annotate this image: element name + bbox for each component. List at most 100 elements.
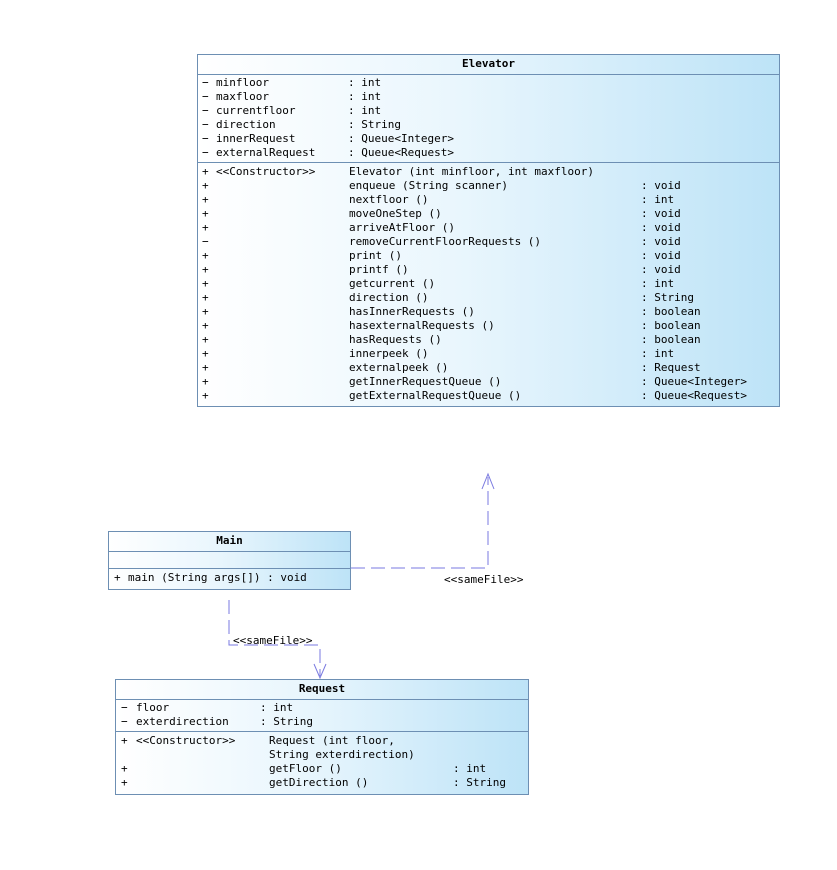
attribute-row[interactable]: −currentfloor: int: [198, 104, 779, 118]
stereotype: <<Constructor>>: [136, 734, 236, 747]
return-type: : Queue<Integer>: [641, 375, 747, 388]
operation-signature: getcurrent (): [349, 277, 436, 290]
visibility-marker: −: [121, 701, 128, 714]
operation-row[interactable]: +getDirection (): String: [116, 776, 528, 790]
class-main[interactable]: Main +main (String args[]) : void: [108, 531, 351, 590]
relation-label-request: <<sameFile>>: [233, 634, 313, 647]
attribute-row[interactable]: −floor: int: [116, 701, 528, 715]
attribute-name: innerRequest: [216, 132, 296, 145]
operation-signature: nextfloor (): [349, 193, 429, 206]
attribute-name: exterdirection: [136, 715, 229, 728]
operation-signature: getExternalRequestQueue (): [349, 389, 522, 402]
operation-row[interactable]: +nextfloor (): int: [198, 193, 779, 207]
visibility-marker: +: [202, 389, 209, 402]
visibility-marker: −: [202, 146, 209, 159]
operation-row[interactable]: +main (String args[]) : void: [109, 571, 350, 585]
operation-row[interactable]: +hasInnerRequests (): boolean: [198, 305, 779, 319]
operation-signature: getFloor (): [269, 762, 342, 775]
visibility-marker: +: [202, 361, 209, 374]
operation-signature: Elevator (int minfloor, int maxfloor): [349, 165, 595, 178]
operation-row[interactable]: + getFloor () : int: [116, 762, 528, 776]
operation-signature: hasexternalRequests (): [349, 319, 495, 332]
return-type: : int: [641, 347, 675, 360]
attribute-name: externalRequest: [216, 146, 316, 159]
visibility-marker: +: [114, 571, 121, 584]
visibility-marker: +: [202, 193, 209, 206]
operation-signature: enqueue (String scanner): [349, 179, 508, 192]
visibility-marker: −: [202, 132, 209, 145]
operation-row[interactable]: +hasRequests (): boolean: [198, 333, 779, 347]
visibility-marker: +: [202, 319, 209, 332]
attribute-row[interactable]: −innerRequest: Queue<Integer>: [198, 132, 779, 146]
operation-row[interactable]: +<<Constructor>>Request (int floor,: [116, 734, 528, 748]
attribute-type: : int: [260, 701, 294, 714]
main-request-arrowhead: [313, 663, 327, 680]
operation-row[interactable]: +innerpeek (): int: [198, 347, 779, 361]
operation-row[interactable]: + getcurrent () : int: [198, 277, 779, 291]
visibility-marker: +: [202, 221, 209, 234]
operations-section: +main (String args[]) : void: [109, 569, 350, 589]
operation-row[interactable]: +<<Constructor>>Elevator (int minfloor, …: [198, 165, 779, 179]
visibility-marker: −: [202, 104, 209, 117]
visibility-marker: +: [121, 734, 128, 747]
return-type: : boolean: [641, 305, 701, 318]
visibility-marker: −: [202, 90, 209, 103]
attribute-row[interactable]: −externalRequest: Queue<Request>: [198, 146, 779, 160]
operation-row[interactable]: +getInnerRequestQueue (): Queue<Integer>: [198, 375, 779, 389]
visibility-marker: +: [202, 375, 209, 388]
attribute-row[interactable]: −direction: String: [198, 118, 779, 132]
operation-row[interactable]: +arriveAtFloor (): void: [198, 221, 779, 235]
visibility-marker: +: [202, 277, 209, 290]
visibility-marker: +: [202, 207, 209, 220]
operation-row[interactable]: +externalpeek (): Request: [198, 361, 779, 375]
operation-row[interactable]: + moveOneStep () : void: [198, 207, 779, 221]
class-elevator[interactable]: Elevator −minfloor: int−maxfloor: int−cu…: [197, 54, 780, 407]
class-name: Request: [116, 680, 528, 700]
operation-signature: direction (): [349, 291, 429, 304]
visibility-marker: +: [202, 165, 209, 178]
attribute-row[interactable]: −maxfloor: int: [198, 90, 779, 104]
operations-section: +<<Constructor>>Elevator (int minfloor, …: [198, 163, 779, 406]
return-type: : String: [641, 291, 694, 304]
operation-row[interactable]: + getExternalRequestQueue () : Queue<Reque…: [198, 389, 779, 403]
visibility-marker: −: [121, 715, 128, 728]
return-type: : void: [641, 207, 681, 220]
attribute-row[interactable]: −minfloor : int: [198, 76, 779, 90]
visibility-marker: −: [202, 76, 209, 89]
class-name: Main: [109, 532, 350, 552]
attribute-type: : int: [348, 76, 382, 89]
operation-signature: moveOneStep (): [349, 207, 442, 220]
operation-row[interactable]: +print (): void: [198, 249, 779, 263]
operation-row[interactable]: + direction () : String: [198, 291, 779, 305]
return-type: : Queue<Request>: [641, 389, 747, 402]
visibility-marker: +: [202, 333, 209, 346]
operation-row[interactable]: String exterdirection): [116, 748, 528, 762]
return-type: : int: [453, 762, 487, 775]
return-type: : void: [641, 249, 681, 262]
operation-row[interactable]: −removeCurrentFloorRequests (): void: [198, 235, 779, 249]
operation-signature: String exterdirection): [269, 748, 415, 761]
attributes-section: [109, 552, 350, 569]
operation-signature: hasInnerRequests (): [349, 305, 475, 318]
visibility-marker: +: [121, 776, 128, 789]
visibility-marker: +: [121, 762, 128, 775]
operation-row[interactable]: + hasexternalRequests () : boolean: [198, 319, 779, 333]
operation-signature: arriveAtFloor (): [349, 221, 455, 234]
attribute-name: minfloor: [216, 76, 269, 89]
operation-signature: innerpeek (): [349, 347, 429, 360]
visibility-marker: −: [202, 118, 209, 131]
visibility-marker: +: [202, 291, 209, 304]
return-type: : boolean: [641, 319, 701, 332]
attribute-name: maxfloor: [216, 90, 269, 103]
return-type: : void: [641, 235, 681, 248]
attribute-type: : int: [348, 104, 382, 117]
class-request[interactable]: Request −floor: int−exterdirection : Stri…: [115, 679, 529, 795]
return-type: : int: [641, 277, 675, 290]
operation-row[interactable]: +printf (): void: [198, 263, 779, 277]
attribute-type: : String: [260, 715, 313, 728]
attribute-row[interactable]: −exterdirection : String: [116, 715, 528, 729]
visibility-marker: +: [202, 249, 209, 262]
operation-row[interactable]: +enqueue (String scanner): void: [198, 179, 779, 193]
operation-signature: hasRequests (): [349, 333, 442, 346]
main-request-dependency-line: [228, 600, 321, 676]
